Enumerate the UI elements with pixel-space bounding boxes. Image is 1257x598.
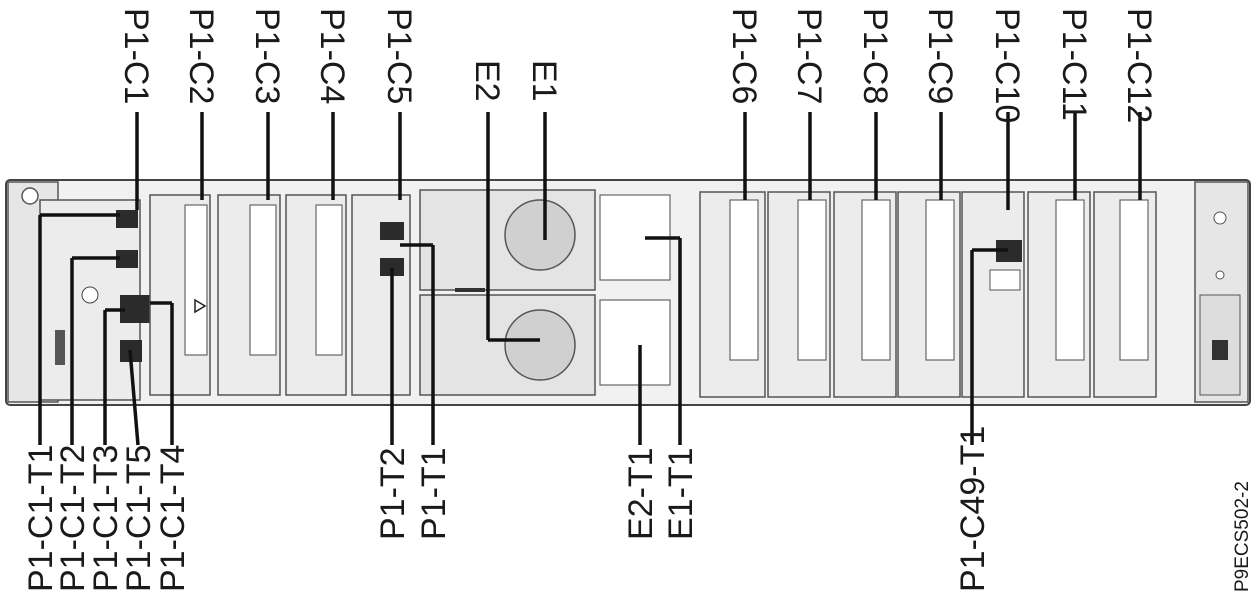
top-leader-lines (135, 112, 1142, 342)
label-p1-c2: P1-C2 (182, 8, 220, 104)
label-p1-c8: P1-C8 (856, 8, 894, 104)
power-supply-e1 (419, 189, 671, 292)
label-p1-c5: P1-C5 (380, 8, 418, 104)
label-p1-c6: P1-C6 (725, 8, 763, 104)
label-e1: E1 (525, 60, 563, 102)
pcie-slot-c8 (833, 191, 897, 398)
pcie-slot-c12 (1093, 191, 1157, 398)
label-p1-c1-t4: P1-C1-T4 (154, 445, 192, 592)
pcie-slot-c3 (217, 194, 300, 396)
pcie-slot-c11 (1027, 191, 1091, 398)
pcie-slot-c2 (149, 194, 211, 396)
label-p1-c10: P1-C10 (988, 8, 1026, 123)
system-ports-area (39, 199, 150, 401)
label-e2-t1: E2-T1 (622, 447, 660, 540)
bottom-label-group: P1-C1-T1 P1-C1-T2 P1-C1-T3 P1-C1-T5 P1-C… (22, 426, 992, 592)
label-p1-c12: P1-C12 (1120, 8, 1158, 123)
leader-p1-c1-t5 (128, 349, 140, 446)
power-supply-e2 (419, 294, 671, 396)
pcie-slot-c9 (897, 191, 961, 398)
label-e1-t1: E1-T1 (662, 447, 700, 540)
label-p1-c1-t1: P1-C1-T1 (22, 445, 60, 592)
label-p1-c49-t1: P1-C49-T1 (954, 426, 992, 592)
label-p1-c9: P1-C9 (921, 8, 959, 104)
label-p1-c7: P1-C7 (790, 8, 828, 104)
label-p1-c1-t5: P1-C1-T5 (120, 445, 158, 592)
label-p1-c3: P1-C3 (248, 8, 286, 104)
bottom-leader-lines (38, 213, 1008, 446)
pcie-slot-c7 (767, 191, 831, 398)
label-p1-t2: P1-T2 (374, 447, 412, 540)
figure-id: P9ECS502-2 (1232, 481, 1253, 592)
label-p1-c11: P1-C11 (1055, 8, 1093, 121)
label-p1-c4: P1-C4 (313, 8, 351, 104)
label-p1-t1: P1-T1 (415, 447, 453, 540)
pcie-slot-c4 (285, 194, 347, 396)
pcie-slot-c6 (699, 191, 766, 398)
label-p1-c1-t2: P1-C1-T2 (54, 445, 92, 592)
label-e2: E2 (468, 60, 506, 102)
pcie-slot-c5 (351, 194, 411, 396)
top-label-group: P1-C1 P1-C2 P1-C3 P1-C4 P1-C5 E2 E1 P1-C… (117, 8, 1158, 123)
label-p1-c1-t3: P1-C1-T3 (87, 445, 125, 592)
label-p1-c1: P1-C1 (117, 8, 155, 104)
